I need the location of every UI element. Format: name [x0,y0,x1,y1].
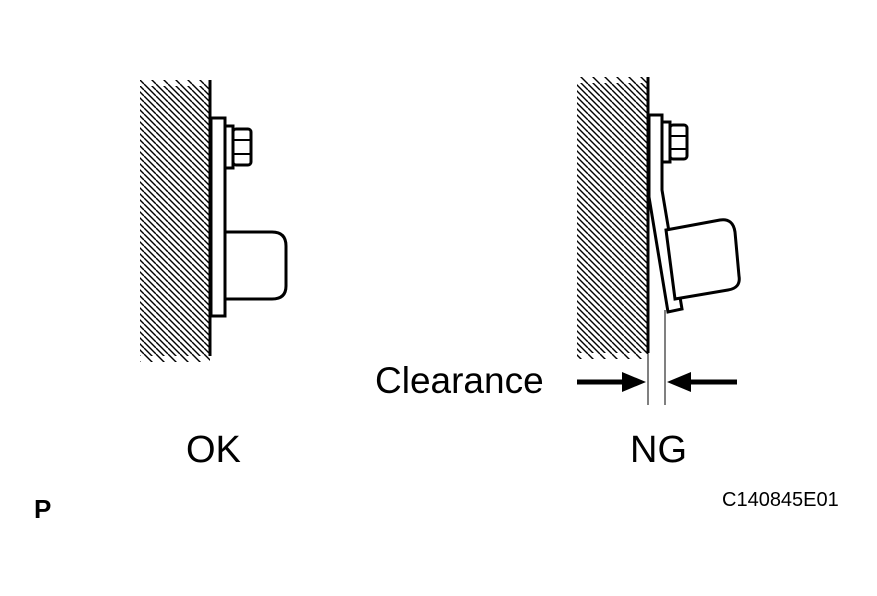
ok-connector-body [223,230,288,301]
ng-wall-hatch [577,77,648,359]
ok-label: OK [186,429,241,471]
ok-bracket-plate [209,116,227,318]
clearance-arrow-right [667,372,737,392]
ok-view [140,80,288,362]
clearance-arrow-left [577,372,646,392]
figure-code-label: C140845E01 [722,489,839,511]
ok-bolt [223,124,253,170]
ng-connector-body [664,218,741,301]
ng-view [577,77,741,405]
ok-wall-hatch [140,80,210,362]
ng-bolt [660,120,689,164]
clearance-label: Clearance [375,360,544,401]
ng-label: NG [630,429,687,471]
p-marker-label: P [34,494,52,524]
